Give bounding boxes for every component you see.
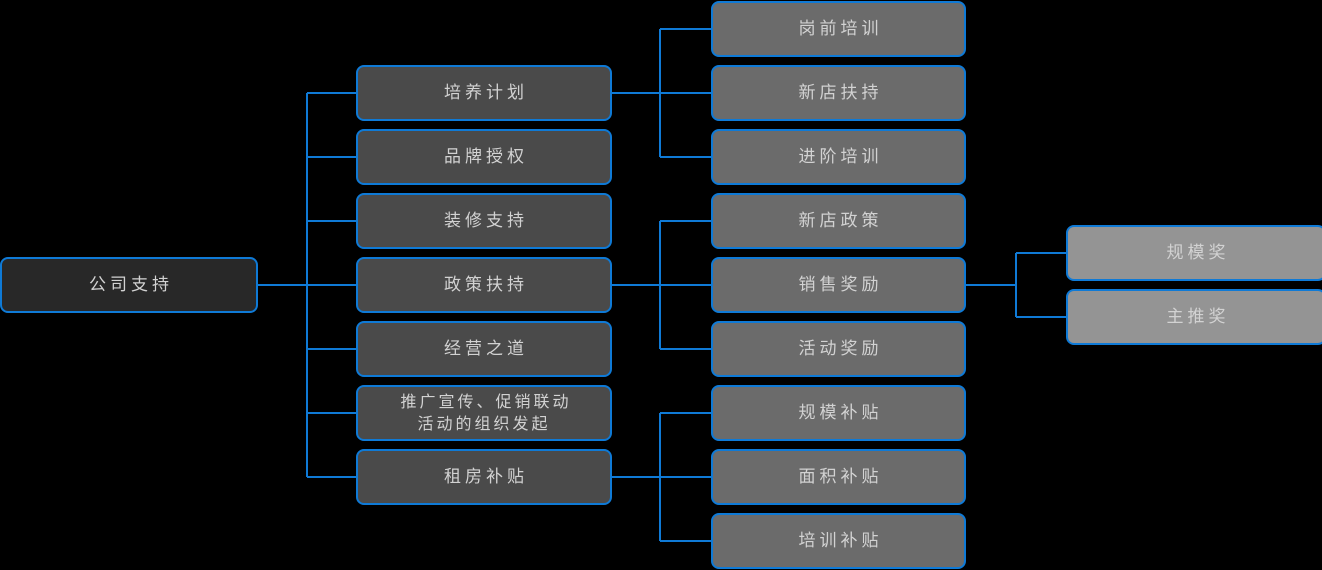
node-level2-政策扶持[interactable]: 政策扶持	[356, 257, 612, 313]
node-level2-培养计划[interactable]: 培养计划	[356, 65, 612, 121]
node-level2-推广宣传促销联动[interactable]: 推广宣传、促销联动 活动的组织发起	[356, 385, 612, 441]
node-level2-装修支持[interactable]: 装修支持	[356, 193, 612, 249]
node-level3-面积补贴[interactable]: 面积补贴	[711, 449, 966, 505]
node-root[interactable]: 公司支持	[0, 257, 258, 313]
node-level3-培训补贴[interactable]: 培训补贴	[711, 513, 966, 569]
node-level4-规模奖[interactable]: 规模奖	[1066, 225, 1322, 281]
node-level3-新店政策[interactable]: 新店政策	[711, 193, 966, 249]
node-level3-岗前培训[interactable]: 岗前培训	[711, 1, 966, 57]
node-level2-品牌授权[interactable]: 品牌授权	[356, 129, 612, 185]
node-level3-规模补贴[interactable]: 规模补贴	[711, 385, 966, 441]
node-level3-新店扶持[interactable]: 新店扶持	[711, 65, 966, 121]
node-level2-经营之道[interactable]: 经营之道	[356, 321, 612, 377]
node-level3-销售奖励[interactable]: 销售奖励	[711, 257, 966, 313]
node-level3-进阶培训[interactable]: 进阶培训	[711, 129, 966, 185]
node-level3-活动奖励[interactable]: 活动奖励	[711, 321, 966, 377]
node-level2-租房补贴[interactable]: 租房补贴	[356, 449, 612, 505]
node-level4-主推奖[interactable]: 主推奖	[1066, 289, 1322, 345]
